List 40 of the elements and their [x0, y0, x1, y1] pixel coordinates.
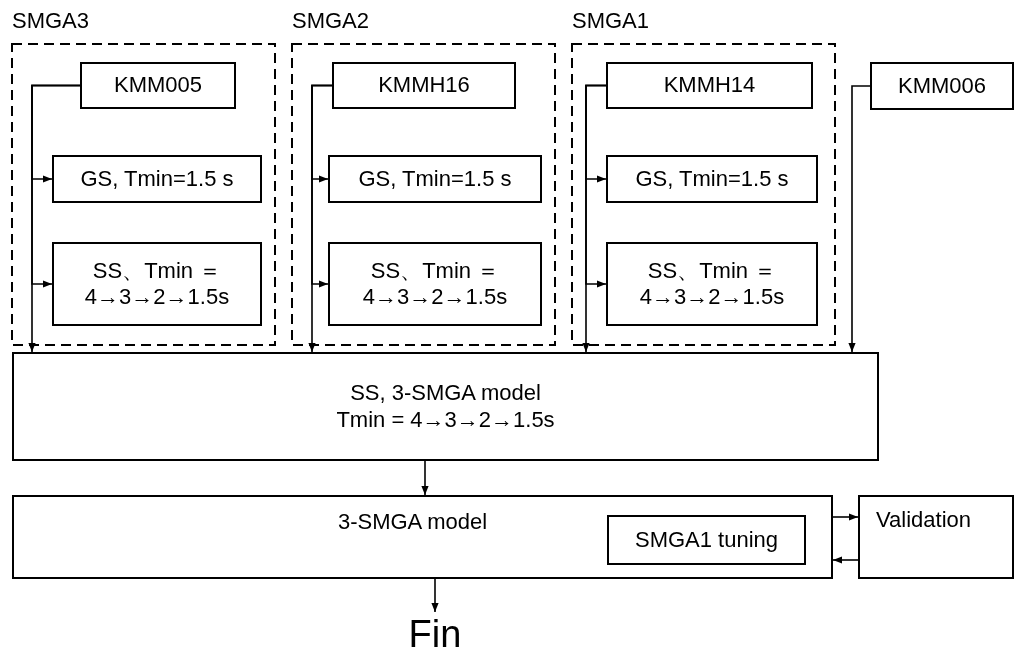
box-label: SMGA1 tuning [634, 526, 779, 554]
process-box [606, 155, 818, 203]
box-label: KMMH14 [663, 72, 756, 99]
group-heading: SMGA3 [12, 8, 90, 35]
process-box [12, 352, 879, 461]
box-label: KMM006 [897, 72, 986, 100]
box-label: Validation [876, 507, 971, 534]
box-label: GS, Tmin=1.5 s [80, 165, 234, 193]
box-label: SS、Tmin ＝ 4→3→2→1.5s [83, 257, 231, 311]
arrow [28, 84, 81, 353]
box-label: 3-SMGA model [337, 509, 488, 536]
arrow [832, 513, 859, 521]
process-box [328, 242, 542, 326]
process-box [52, 242, 262, 326]
arrow [308, 84, 333, 353]
process-box [607, 515, 806, 565]
process-box [328, 155, 542, 203]
box-label: KMMH16 [378, 72, 470, 99]
group-heading: SMGA1 [572, 8, 650, 35]
arrow [421, 460, 429, 496]
arrow [832, 556, 859, 564]
box-label: GS, Tmin=1.5 s [635, 165, 789, 193]
process-box [332, 62, 516, 109]
box-label: KMM005 [113, 72, 202, 99]
end-label: Fin [408, 612, 462, 658]
box-label: SS, 3-SMGA model Tmin = 4→3→2→1.5s [335, 380, 556, 433]
process-box [80, 62, 236, 109]
process-box [52, 155, 262, 203]
box-label: SS、Tmin ＝ 4→3→2→1.5s [361, 257, 509, 311]
process-box [606, 62, 813, 109]
arrow [431, 578, 439, 613]
process-box [606, 242, 818, 326]
process-box [12, 495, 833, 579]
box-label: GS, Tmin=1.5 s [358, 165, 512, 193]
process-box [858, 495, 1014, 579]
arrow [582, 84, 607, 353]
process-box [870, 62, 1014, 110]
group-heading: SMGA2 [292, 8, 370, 35]
arrow [848, 85, 871, 353]
box-label: SS、Tmin ＝ 4→3→2→1.5s [638, 257, 786, 311]
